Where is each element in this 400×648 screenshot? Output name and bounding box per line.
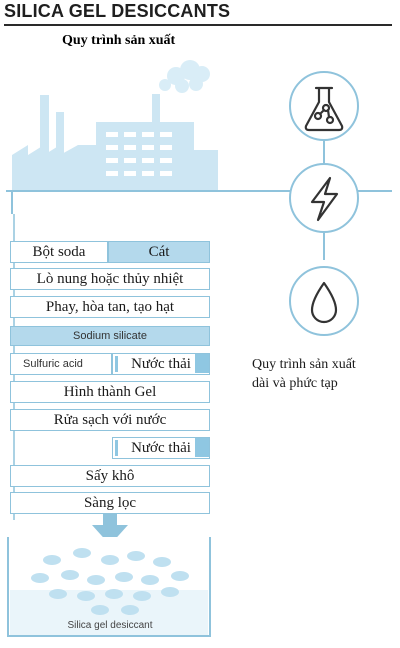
waste-water-2-right-fill [195,438,209,457]
step-gel-label: Hình thành Gel [63,383,157,400]
side-note-line-2: dài và phức tạp [252,376,338,391]
step-soda: Bột soda [10,241,108,263]
product-label: Silica gel desiccant [67,620,153,631]
waste-water-1-bar [115,356,118,372]
lightning-icon [310,176,339,222]
step-wash: Rửa sạch với nước [10,409,210,431]
waste-water-2-bar [115,440,118,456]
step-waste-water-2-label: Nước thải [131,439,191,456]
product-bin [7,537,211,637]
lightning-icon-group [289,163,359,233]
smoke-cloud [159,60,210,93]
waste-water-1-right-fill [195,354,209,373]
step-furnace: Lò nung hoặc thủy nhiệt [10,268,210,290]
step-sulfuric-acid: Sulfuric acid [10,353,112,375]
step-sieve-label: Sàng lọc [83,494,137,511]
step-waste-water-1: Nước thải [112,353,210,375]
step-furnace-label: Lò nung hoặc thủy nhiệt [36,270,184,287]
silica-beads [31,548,189,615]
side-note: Quy trình sản xuất dài và phức tạp [252,355,356,393]
step-wash-label: Rửa sạch với nước [53,411,167,428]
step-sulfuric-acid-label: Sulfuric acid [23,358,83,370]
side-note-line-1: Quy trình sản xuất [252,357,356,372]
flask-icon-group [289,71,359,141]
factory-illustration [12,60,218,190]
page-title: SILICA GEL DESICCANTS [4,1,231,21]
step-sand: Cát [108,241,210,263]
step-dissolve-label: Phay, hòa tan, tạo hạt [45,298,175,315]
step-waste-water-1-label: Nước thải [131,355,191,372]
down-arrow [92,513,128,545]
water-drop-icon-group [289,266,359,336]
step-sieve: Sàng lọc [10,492,210,514]
step-sodium-silicate-label: Sodium silicate [73,330,147,342]
step-gel: Hình thành Gel [10,381,210,403]
title-divider [4,24,392,26]
flask-icon [304,86,344,132]
step-waste-water-2: Nước thải [112,437,210,459]
step-sodium-silicate: Sodium silicate [10,326,210,346]
step-sand-label: Cát [148,243,170,260]
step-dissolve: Phay, hòa tan, tạo hạt [10,296,210,318]
water-drop-icon [310,281,338,324]
diagram-subtitle: Quy trình sản xuất [62,33,176,48]
step-dry: Sấy khô [10,465,210,487]
step-dry-label: Sấy khô [85,467,135,484]
step-soda-label: Bột soda [32,243,86,260]
